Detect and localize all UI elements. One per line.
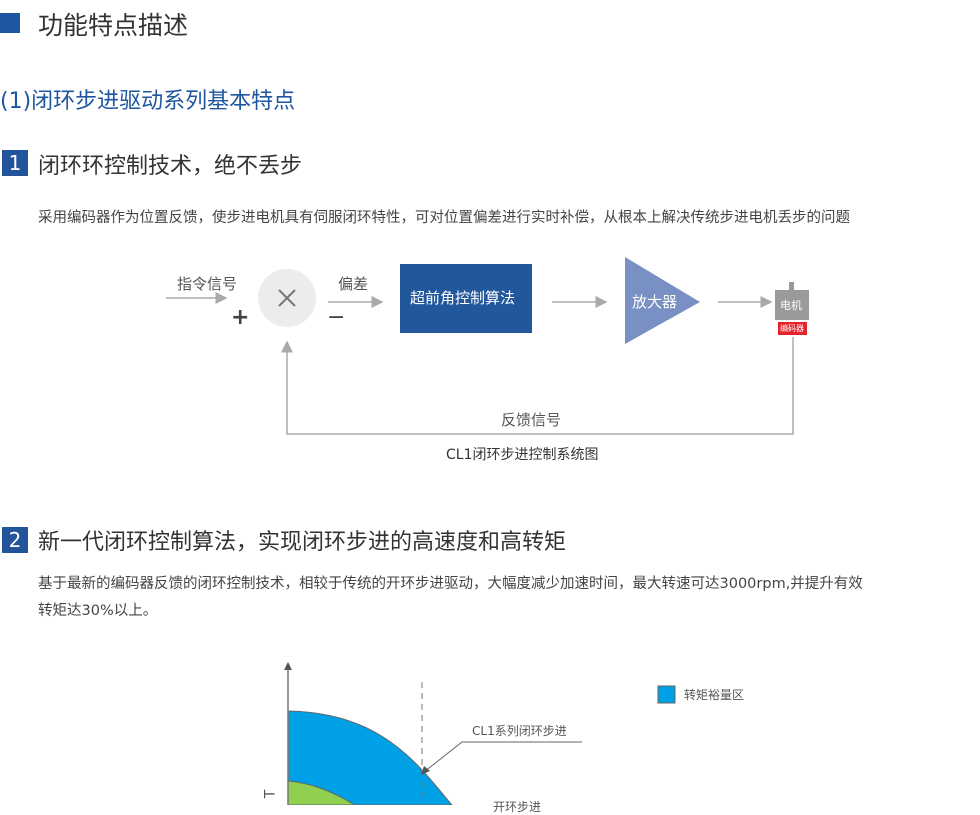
margin-area: [287, 710, 453, 805]
legend-swatch: [657, 685, 676, 704]
error-label: 偏差: [338, 275, 369, 293]
amplifier-triangle: [625, 257, 700, 344]
legend-label: 转矩裕量区: [684, 688, 745, 702]
motor-label: 电机: [780, 299, 802, 312]
feature-number: 2: [2, 527, 28, 553]
diagram-caption: CL1闭环步进控制系统图: [446, 447, 599, 463]
feature-paragraph-line: 基于最新的编码器反馈的闭环控制技术，相较于传统的开环步进驱动，大幅度减少加速时间…: [38, 576, 863, 592]
minus-sign: −: [327, 305, 346, 330]
feature-paragraph: 采用编码器作为位置反馈，使步进电机具有伺服闭环特性，可对位置偏差进行实时补偿，从…: [38, 210, 850, 226]
callout-line: [423, 741, 582, 773]
section-title: 功能特点描述: [38, 11, 189, 40]
section-marker-icon: [0, 13, 20, 33]
multiply-icon: [278, 289, 296, 307]
control-system-diagram: [166, 257, 809, 435]
feature-number: 1: [2, 150, 28, 176]
y-axis-label: T: [262, 789, 279, 799]
input-label: 指令信号: [177, 275, 238, 293]
controller-label: 超前角控制算法: [410, 289, 516, 307]
feature-title: 新一代闭环控制算法，实现闭环步进的高速度和高转矩: [38, 530, 567, 555]
controller-block: [400, 264, 532, 333]
open-loop-label: 开环步进: [493, 800, 542, 814]
motor-block: [775, 290, 809, 320]
amplifier-label: 放大器: [632, 293, 678, 311]
feature-title: 闭环环控制技术，绝不丢步: [38, 154, 303, 179]
plus-sign: +: [231, 305, 250, 330]
closed-loop-label: CL1系列闭环步进: [472, 724, 567, 738]
feature-paragraph-line: 转矩达30%以上。: [38, 603, 158, 619]
feedback-label: 反馈信号: [501, 411, 562, 429]
subtitle: (1)闭环步进驱动系列基本特点: [0, 89, 296, 114]
open-loop-area: [287, 780, 356, 805]
encoder-block: [778, 322, 807, 335]
y-axis-arrow-icon: [284, 662, 292, 670]
feedback-line: [281, 337, 794, 435]
encoder-label: 编码器: [780, 324, 804, 333]
